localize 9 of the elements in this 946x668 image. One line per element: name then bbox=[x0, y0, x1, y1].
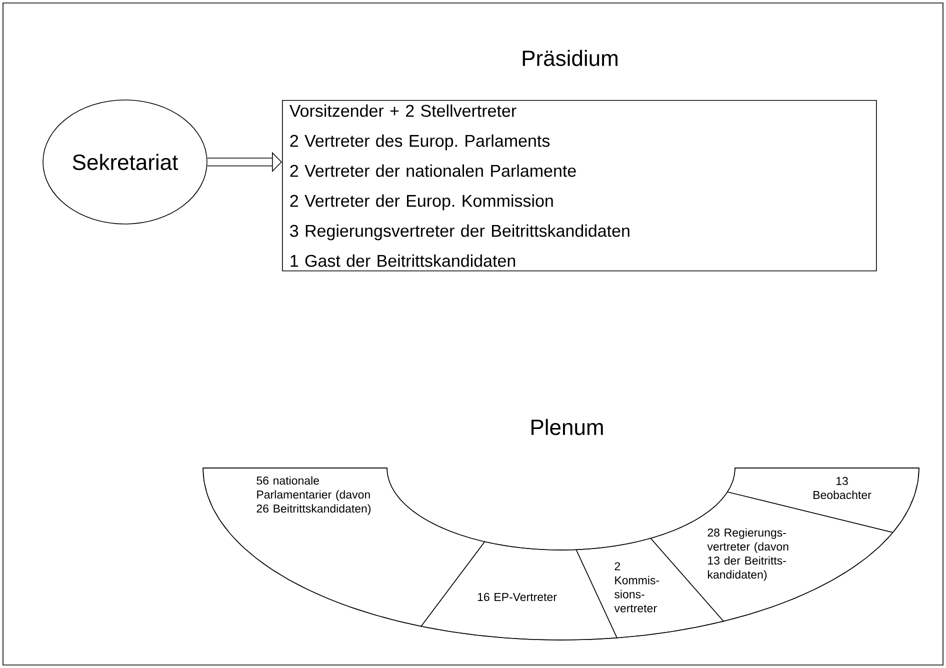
node-label: 2 Vertreter des Europ. Parlaments bbox=[290, 134, 550, 150]
node-label: 1 Gast der Beitrittskandidaten bbox=[290, 254, 516, 267]
node-label: 3 Regierungsvertreter der Beitrittskandidaten bbox=[290, 224, 630, 240]
node-label: 2 Vertreter der nationalen Parlamente bbox=[290, 164, 576, 177]
node-label: 2 Vertreter der Europ. Kommission bbox=[290, 194, 553, 210]
node-label: Vorsitzender + 2 Stellvertreter bbox=[289, 104, 516, 117]
heading: Plenum bbox=[532, 418, 603, 436]
text-box: Vorsitzender + 2 Stellvertreter 2 Vertreter des Europ. Parlaments 2 Vertreter der nationalen Parlamente 2 Vertreter der Europ. Kommission 3 Regierungsvertreter der Beitrittskandidaten 1 Gast der Beitrittskandidaten bbox=[282, 100, 877, 272]
heading: Präsidium bbox=[522, 50, 618, 66]
